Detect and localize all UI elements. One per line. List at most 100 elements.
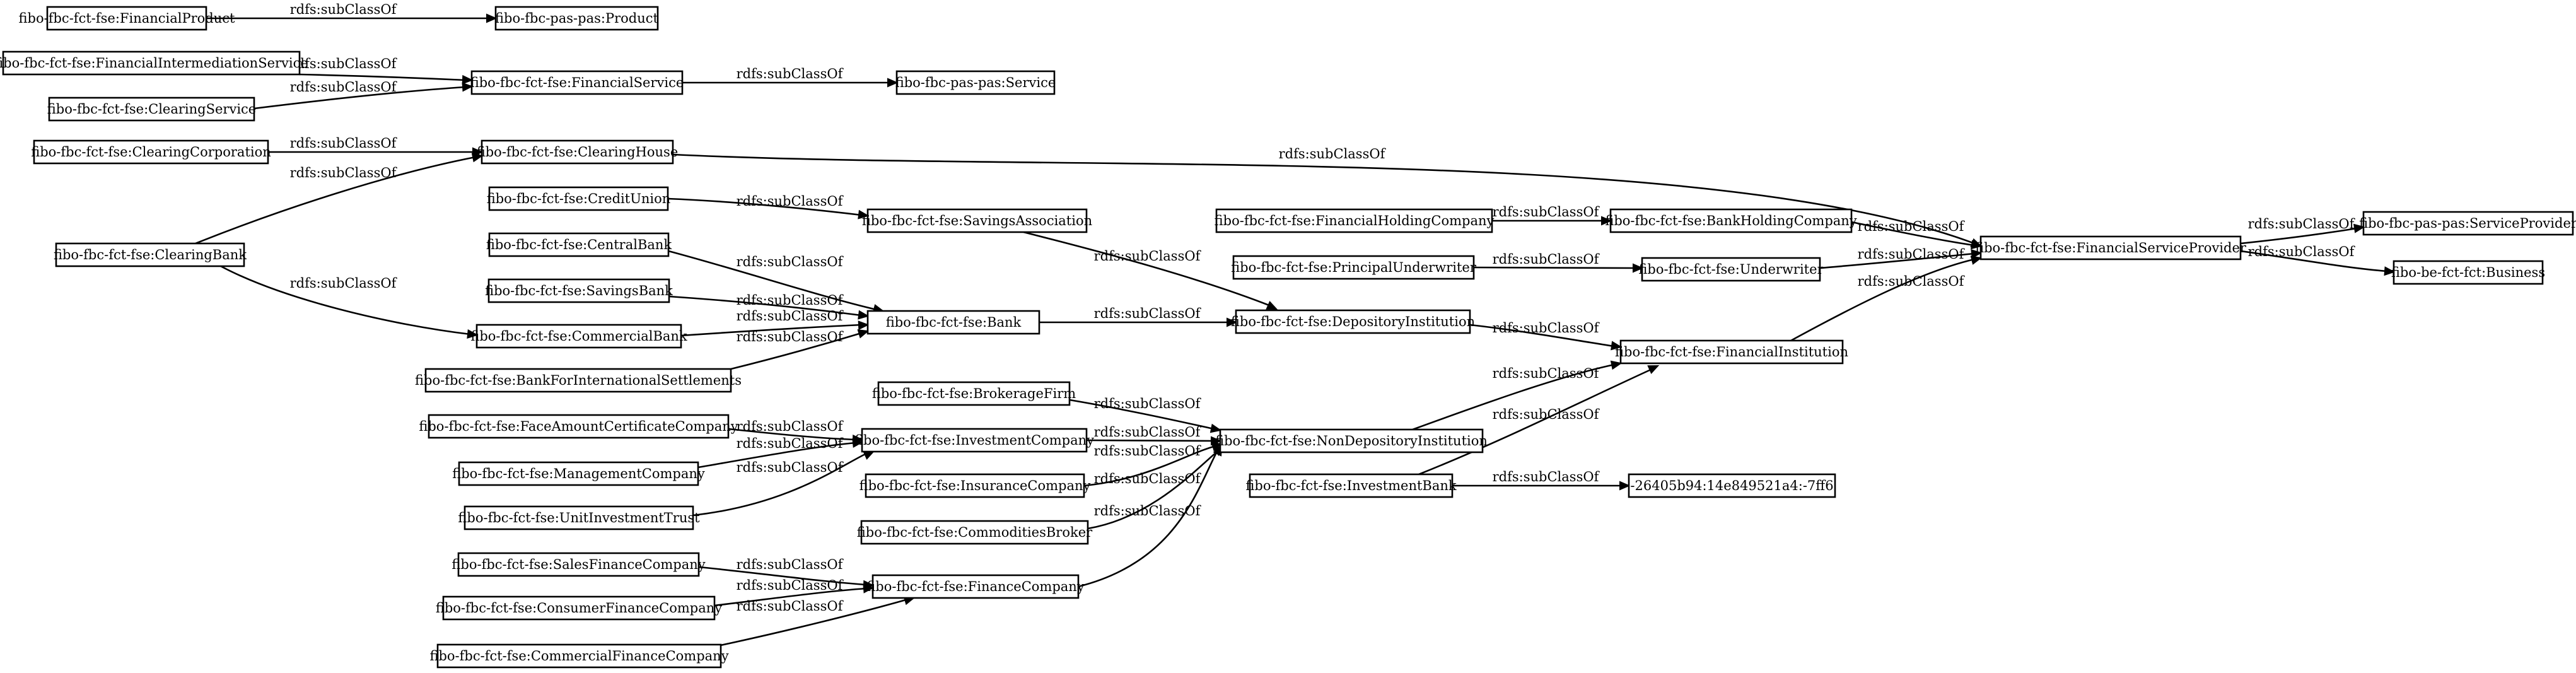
edge-uw-fsp: rdfs:subClassOf xyxy=(1819,247,1983,269)
node-label: fibo-fbc-fct-fse:PrincipalUnderwriter xyxy=(1231,260,1477,275)
node-clearing-service[interactable]: fibo-fbc-fct-fse:ClearingService xyxy=(47,97,256,122)
node-box xyxy=(1215,208,1493,233)
node-commodities-broker[interactable]: fibo-fbc-fct-fse:CommoditiesBroker xyxy=(857,520,1093,545)
node-label: fibo-fbc-fct-fse:ClearingHouse xyxy=(477,144,679,160)
node-box xyxy=(2392,260,2544,285)
node-underwriter[interactable]: fibo-fbc-fct-fse:Underwriter xyxy=(1638,257,1824,282)
node-sales-finance-company[interactable]: fibo-fbc-fct-fse:SalesFinanceCompany xyxy=(452,552,706,577)
node-insurance-company[interactable]: fibo-fbc-fct-fse:InsuranceCompany xyxy=(860,473,1091,498)
edge-fi-fsp: rdfs:subClassOf xyxy=(1790,255,1983,342)
node-commercial-finance-company[interactable]: fibo-fbc-fct-fse:CommercialFinanceCompan… xyxy=(429,643,729,669)
node-service-provider[interactable]: fibo-fbc-pas-pas:ServiceProvider xyxy=(2359,211,2576,236)
nodes-layer: fibo-fbc-fct-fse:FinancialProduct fibo-fb… xyxy=(0,6,2576,669)
node-financial-service[interactable]: fibo-fbc-fct-fse:FinancialService xyxy=(470,70,684,95)
node-label: fibo-be-fct-fct:Business xyxy=(2391,265,2545,280)
node-label: fibo-fbc-fct-fse:DepositoryInstitution xyxy=(1231,314,1475,329)
edge-line xyxy=(220,265,471,336)
node-service[interactable]: fibo-fbc-pas-pas:Service xyxy=(895,70,1056,95)
edge-line xyxy=(1819,252,1975,269)
edge-cc-ch: rdfs:subClassOf xyxy=(268,136,484,157)
edge-label: rdfs:subClassOf xyxy=(1858,219,1966,234)
node-management-company[interactable]: fibo-fbc-fct-fse:ManagementCompany xyxy=(452,461,705,486)
arrowhead-icon xyxy=(863,450,875,460)
node-savings-bank[interactable]: fibo-fbc-fct-fse:SavingsBank xyxy=(485,278,673,303)
node-central-bank[interactable]: fibo-fbc-fct-fse:CentralBank xyxy=(486,232,672,257)
node-depository-institution[interactable]: fibo-fbc-fct-fse:DepositoryInstitution xyxy=(1231,309,1475,334)
node-clearing-house[interactable]: fibo-fbc-fct-fse:ClearingHouse xyxy=(477,139,679,165)
node-brokerage-firm[interactable]: fibo-fbc-fct-fse:BrokerageFirm xyxy=(872,381,1076,406)
node-investment-company[interactable]: fibo-fbc-fct-fse:InvestmentCompany xyxy=(854,428,1094,453)
node-clearing-bank[interactable]: fibo-fbc-fct-fse:ClearingBank xyxy=(54,242,247,267)
node-financial-holding-company[interactable]: fibo-fbc-fct-fse:FinancialHoldingCompany xyxy=(1215,208,1495,233)
edge-bhc-fsp: rdfs:subClassOf xyxy=(1851,219,1983,250)
edge-line xyxy=(1790,258,1975,342)
node-box xyxy=(861,428,1088,453)
edge-line xyxy=(1412,363,1615,431)
edge-label: rdfs:subClassOf xyxy=(1094,396,1202,411)
node-blank-node[interactable]: -26405b94:14e849521a4:-7ff6 xyxy=(1628,473,1836,498)
arrowhead-icon xyxy=(863,583,875,594)
node-box xyxy=(55,242,245,267)
arrowhead-icon xyxy=(858,320,870,331)
edge-label: rdfs:subClassOf xyxy=(1094,503,1202,518)
node-label: fibo-fbc-fct-fse:SavingsBank xyxy=(485,283,673,298)
edge-ndi-fi: rdfs:subClassOf xyxy=(1412,360,1623,431)
node-bank-for-international-settlements[interactable]: fibo-fbc-fct-fse:BankForInternationalSet… xyxy=(415,368,742,393)
node-consumer-finance-company[interactable]: fibo-fbc-fct-fse:ConsumerFinanceCompany xyxy=(436,595,722,621)
edge-fsp-sp: rdfs:subClassOf xyxy=(2240,216,2365,245)
arrowhead-icon xyxy=(1647,365,1660,375)
arrowhead-icon xyxy=(857,329,870,339)
node-clearing-corporation[interactable]: fibo-fbc-fct-fse:ClearingCorporation xyxy=(31,139,271,165)
node-box xyxy=(463,505,694,530)
node-principal-underwriter[interactable]: fibo-fbc-fct-fse:PrincipalUnderwriter xyxy=(1231,255,1477,280)
node-label: fibo-fbc-fct-fse:FinancialHoldingCompany xyxy=(1215,213,1495,228)
edge-label: rdfs:subClassOf xyxy=(1094,306,1202,321)
edges-layer: rdfs:subClassOfrdfs:subClassOfrdfs:subCl… xyxy=(195,2,2396,647)
node-finance-company[interactable]: fibo-fbc-fct-fse:FinanceCompany xyxy=(866,574,1085,599)
edge-label: rdfs:subClassOf xyxy=(737,460,844,475)
edge-label: rdfs:subClassOf xyxy=(290,276,398,291)
edge-uit-ic: rdfs:subClassOf xyxy=(692,450,875,517)
edge-line xyxy=(254,86,466,110)
edge-line xyxy=(1473,266,1636,269)
node-label: fibo-fbc-fct-fse:ConsumerFinanceCompany xyxy=(436,600,722,616)
edge-fis-fs: rdfs:subClassOf xyxy=(290,56,474,85)
node-investment-bank[interactable]: fibo-fbc-fct-fse:InvestmentBank xyxy=(1245,473,1457,498)
node-label: fibo-fbc-fct-fse:FaceAmountCertificateCo… xyxy=(419,419,738,434)
edge-label: rdfs:subClassOf xyxy=(1094,471,1202,486)
node-financial-intermediation-service[interactable]: fibo-fbc-fct-fse:FinancialIntermediation… xyxy=(0,50,308,76)
node-commercial-bank[interactable]: fibo-fbc-fct-fse:CommercialBank xyxy=(470,324,687,349)
node-non-depository-institution[interactable]: fibo-fbc-fct-fse:NonDepositoryInstitutio… xyxy=(1215,428,1488,454)
edge-di-fi: rdfs:subClassOf xyxy=(1469,320,1623,351)
node-unit-investment-trust[interactable]: fibo-fbc-fct-fse:UnitInvestmentTrust xyxy=(458,505,700,530)
edge-line xyxy=(1418,368,1653,476)
arrowhead-icon xyxy=(2384,266,2396,276)
node-financial-product[interactable]: fibo-fbc-fct-fse:FinancialProduct xyxy=(19,6,235,31)
node-financial-service-provider[interactable]: fibo-fbc-fct-fse:FinancialServiceProvide… xyxy=(1975,235,2247,260)
node-face-amount-certificate-company[interactable]: fibo-fbc-fct-fse:FaceAmountCertificateCo… xyxy=(419,414,738,439)
node-label: fibo-fbc-fct-fse:Underwriter xyxy=(1638,262,1824,277)
edge-line xyxy=(1469,324,1615,348)
edge-line xyxy=(714,587,867,607)
edge-ch-fsp: rdfs:subClassOf xyxy=(672,146,1983,247)
node-business[interactable]: fibo-be-fct-fct:Business xyxy=(2391,260,2545,285)
node-box xyxy=(481,139,674,165)
edge-label: rdfs:subClassOf xyxy=(2248,244,2356,259)
node-credit-union[interactable]: fibo-fbc-fct-fse:CreditUnion xyxy=(487,186,671,211)
edge-cu-sa: rdfs:subClassOf xyxy=(667,194,870,219)
edge-line xyxy=(668,250,877,311)
node-financial-institution[interactable]: fibo-fbc-fct-fse:FinancialInstitution xyxy=(1615,339,1848,365)
edge-line xyxy=(730,332,862,370)
node-label: fibo-fbc-pas-pas:Product xyxy=(495,11,658,26)
edge-line xyxy=(2240,250,2388,272)
edge-fp-prod: rdfs:subClassOf xyxy=(206,2,498,23)
edge-sfc-fc: rdfs:subClassOf xyxy=(698,557,875,590)
node-box xyxy=(871,574,1080,599)
edge-line xyxy=(1023,231,1271,307)
node-label: fibo-fbc-fct-fse:InvestmentBank xyxy=(1245,478,1456,493)
node-bank[interactable]: fibo-fbc-fct-fse:Bank xyxy=(866,310,1040,335)
node-bank-holding-company[interactable]: fibo-fbc-fct-fse:BankHoldingCompany xyxy=(1605,208,1857,233)
node-product[interactable]: fibo-fbc-pas-pas:Product xyxy=(494,6,659,31)
edge-label: rdfs:subClassOf xyxy=(737,254,844,269)
node-savings-association[interactable]: fibo-fbc-fct-fse:SavingsAssociation xyxy=(862,208,1092,233)
